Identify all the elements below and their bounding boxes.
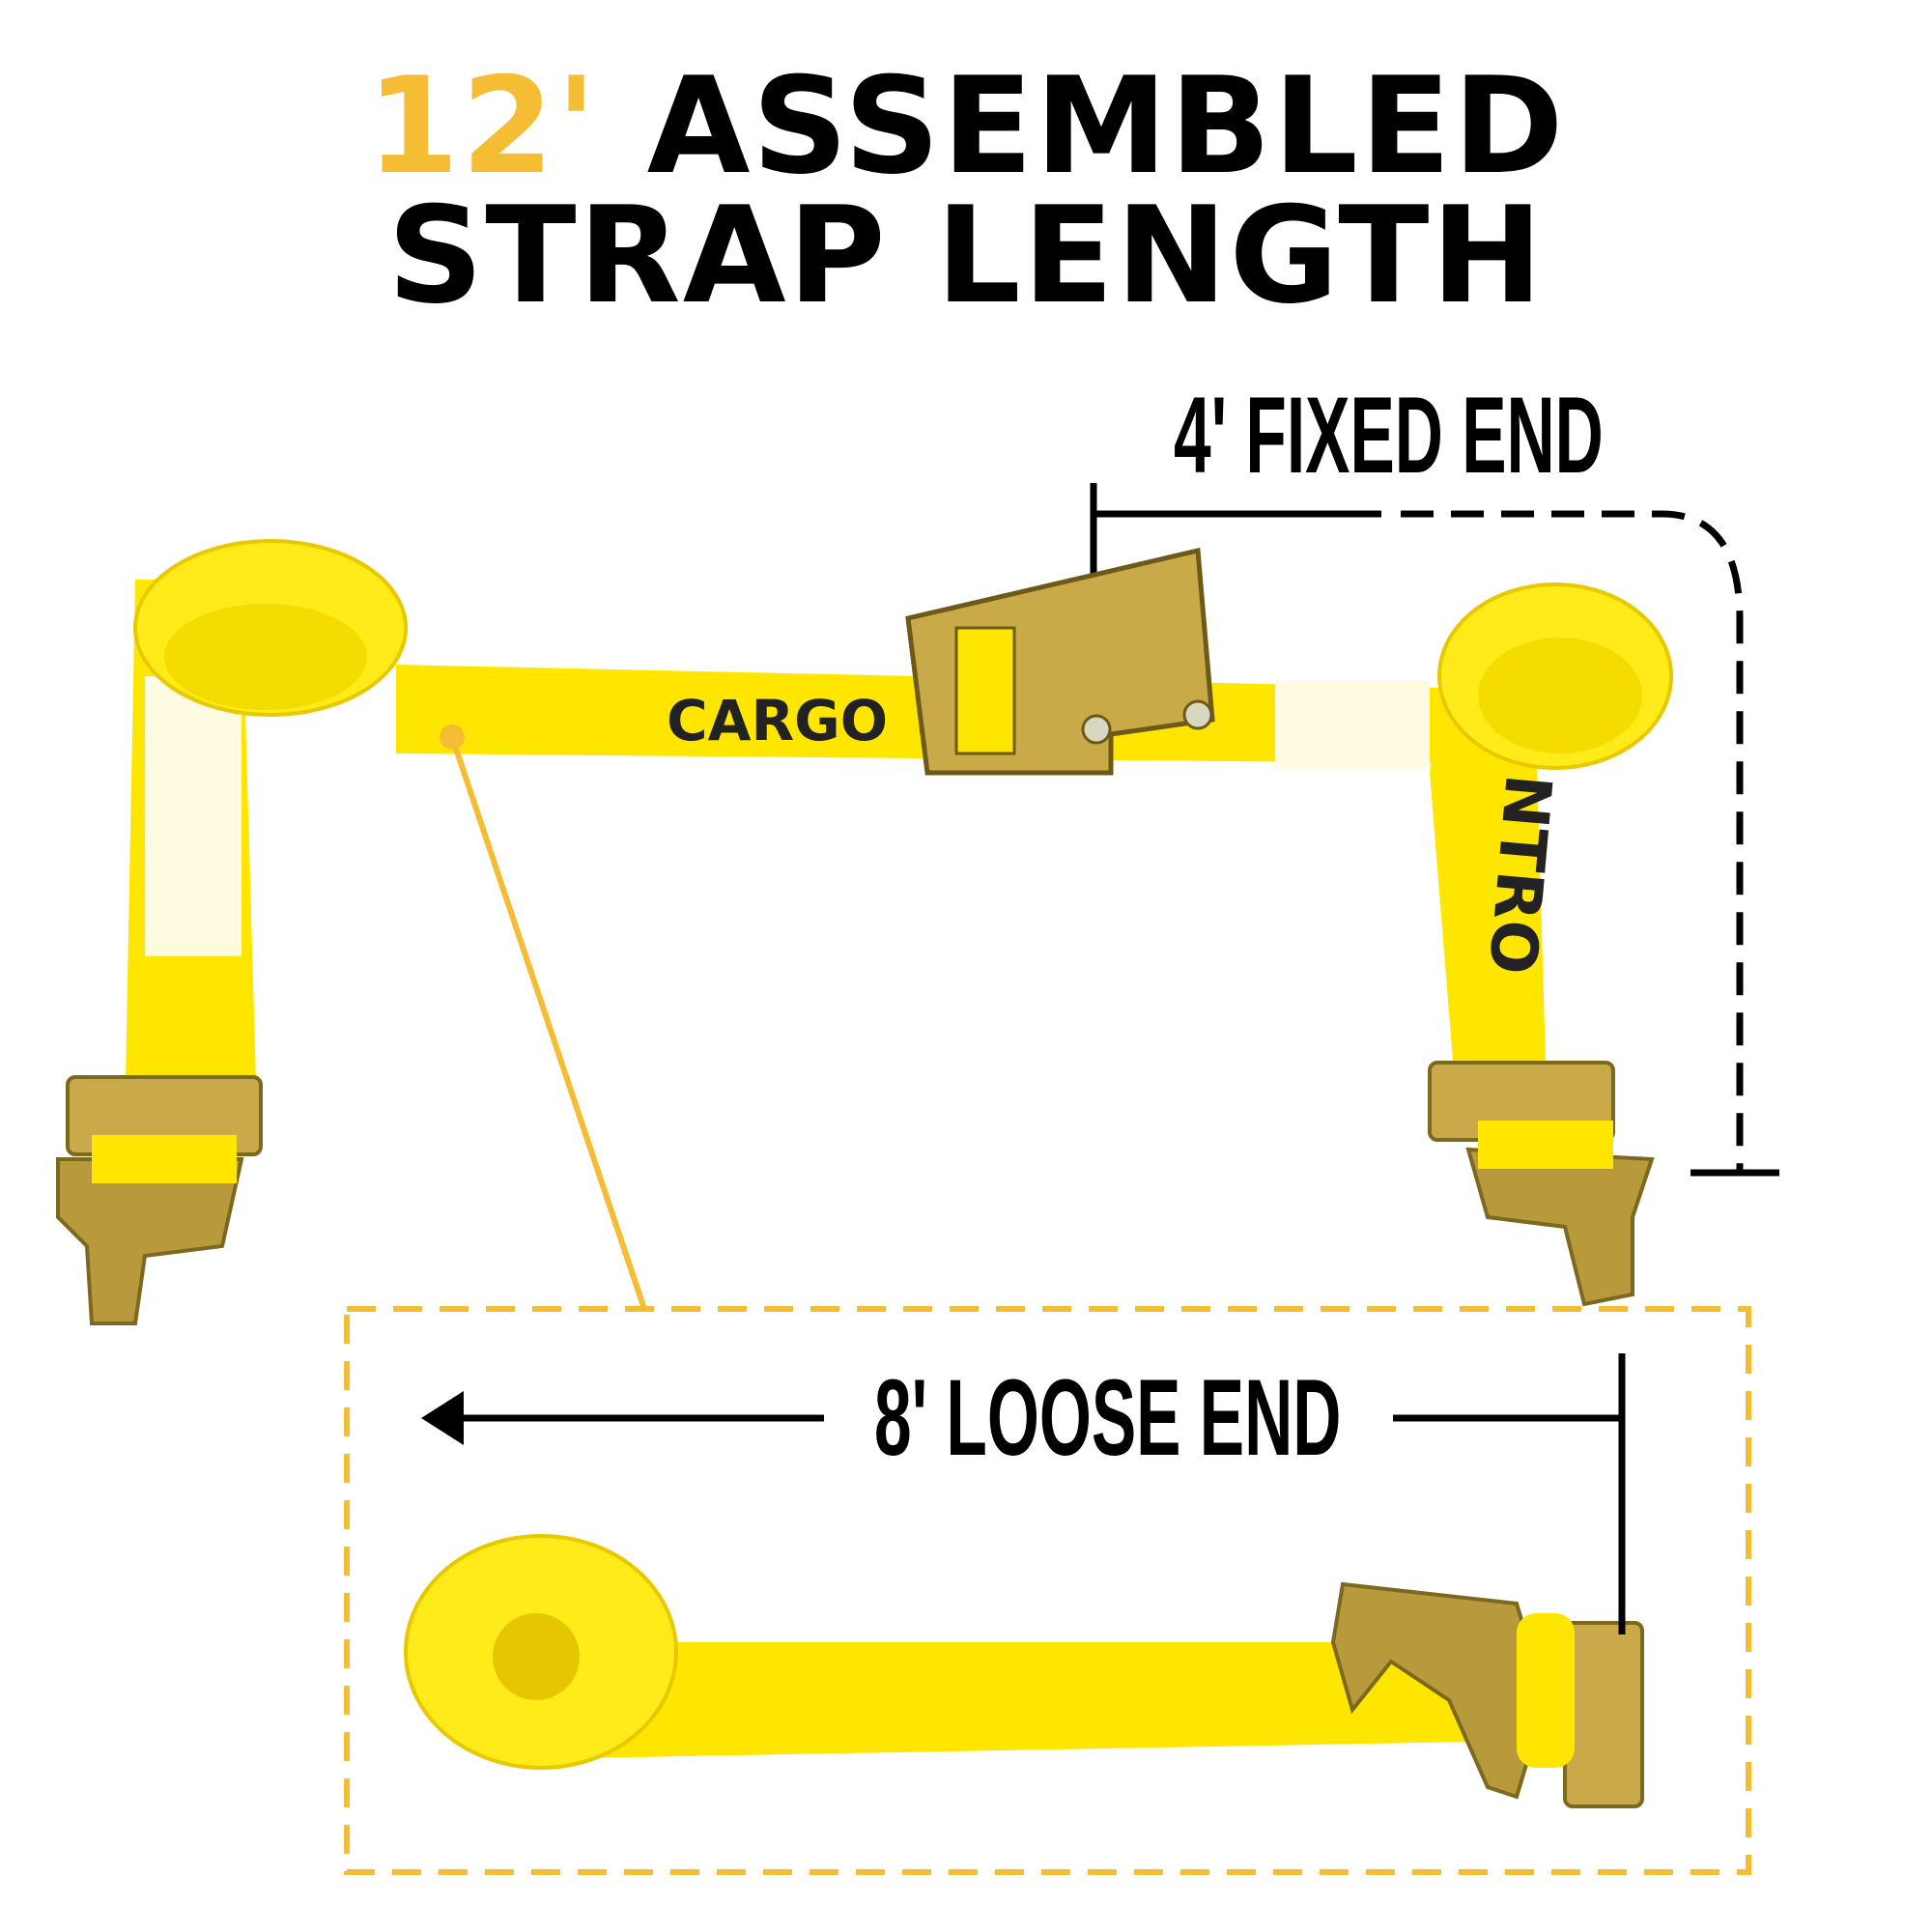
fixed-end-dimension [1090, 483, 1779, 1177]
loose-end-box [344, 1306, 1751, 1875]
fixed-end-label: 4' FIXED END [1174, 375, 1604, 496]
right-e-track-fitting [1428, 1061, 1655, 1307]
loose-end-dimension [421, 1353, 1626, 1634]
headline-line-1-text: ASSEMBLED [646, 48, 1566, 204]
left-strap [56, 539, 1439, 1325]
strap-print-cargo: CARGO [667, 688, 888, 753]
strap-print-control: NTRO [1474, 772, 1566, 978]
loose-end-fitting [1330, 1581, 1644, 1808]
loose-end-label: 8' LOOSE END [874, 1357, 1342, 1478]
left-e-track-fitting [56, 1075, 263, 1325]
arrow-left-icon [421, 1391, 464, 1445]
headline-line-2: STRAP LENGTH [387, 178, 1545, 333]
ratchet-buckle [905, 547, 1215, 776]
headline-accent: 12' [366, 48, 599, 204]
warning-label [145, 676, 242, 956]
right-strap: NTRO [1428, 582, 1673, 1307]
headline-line-1: 12' ASSEMBLED [0, 60, 1932, 193]
loose-end-strap [404, 1534, 1644, 1808]
loose-end-pointer [440, 724, 647, 1310]
